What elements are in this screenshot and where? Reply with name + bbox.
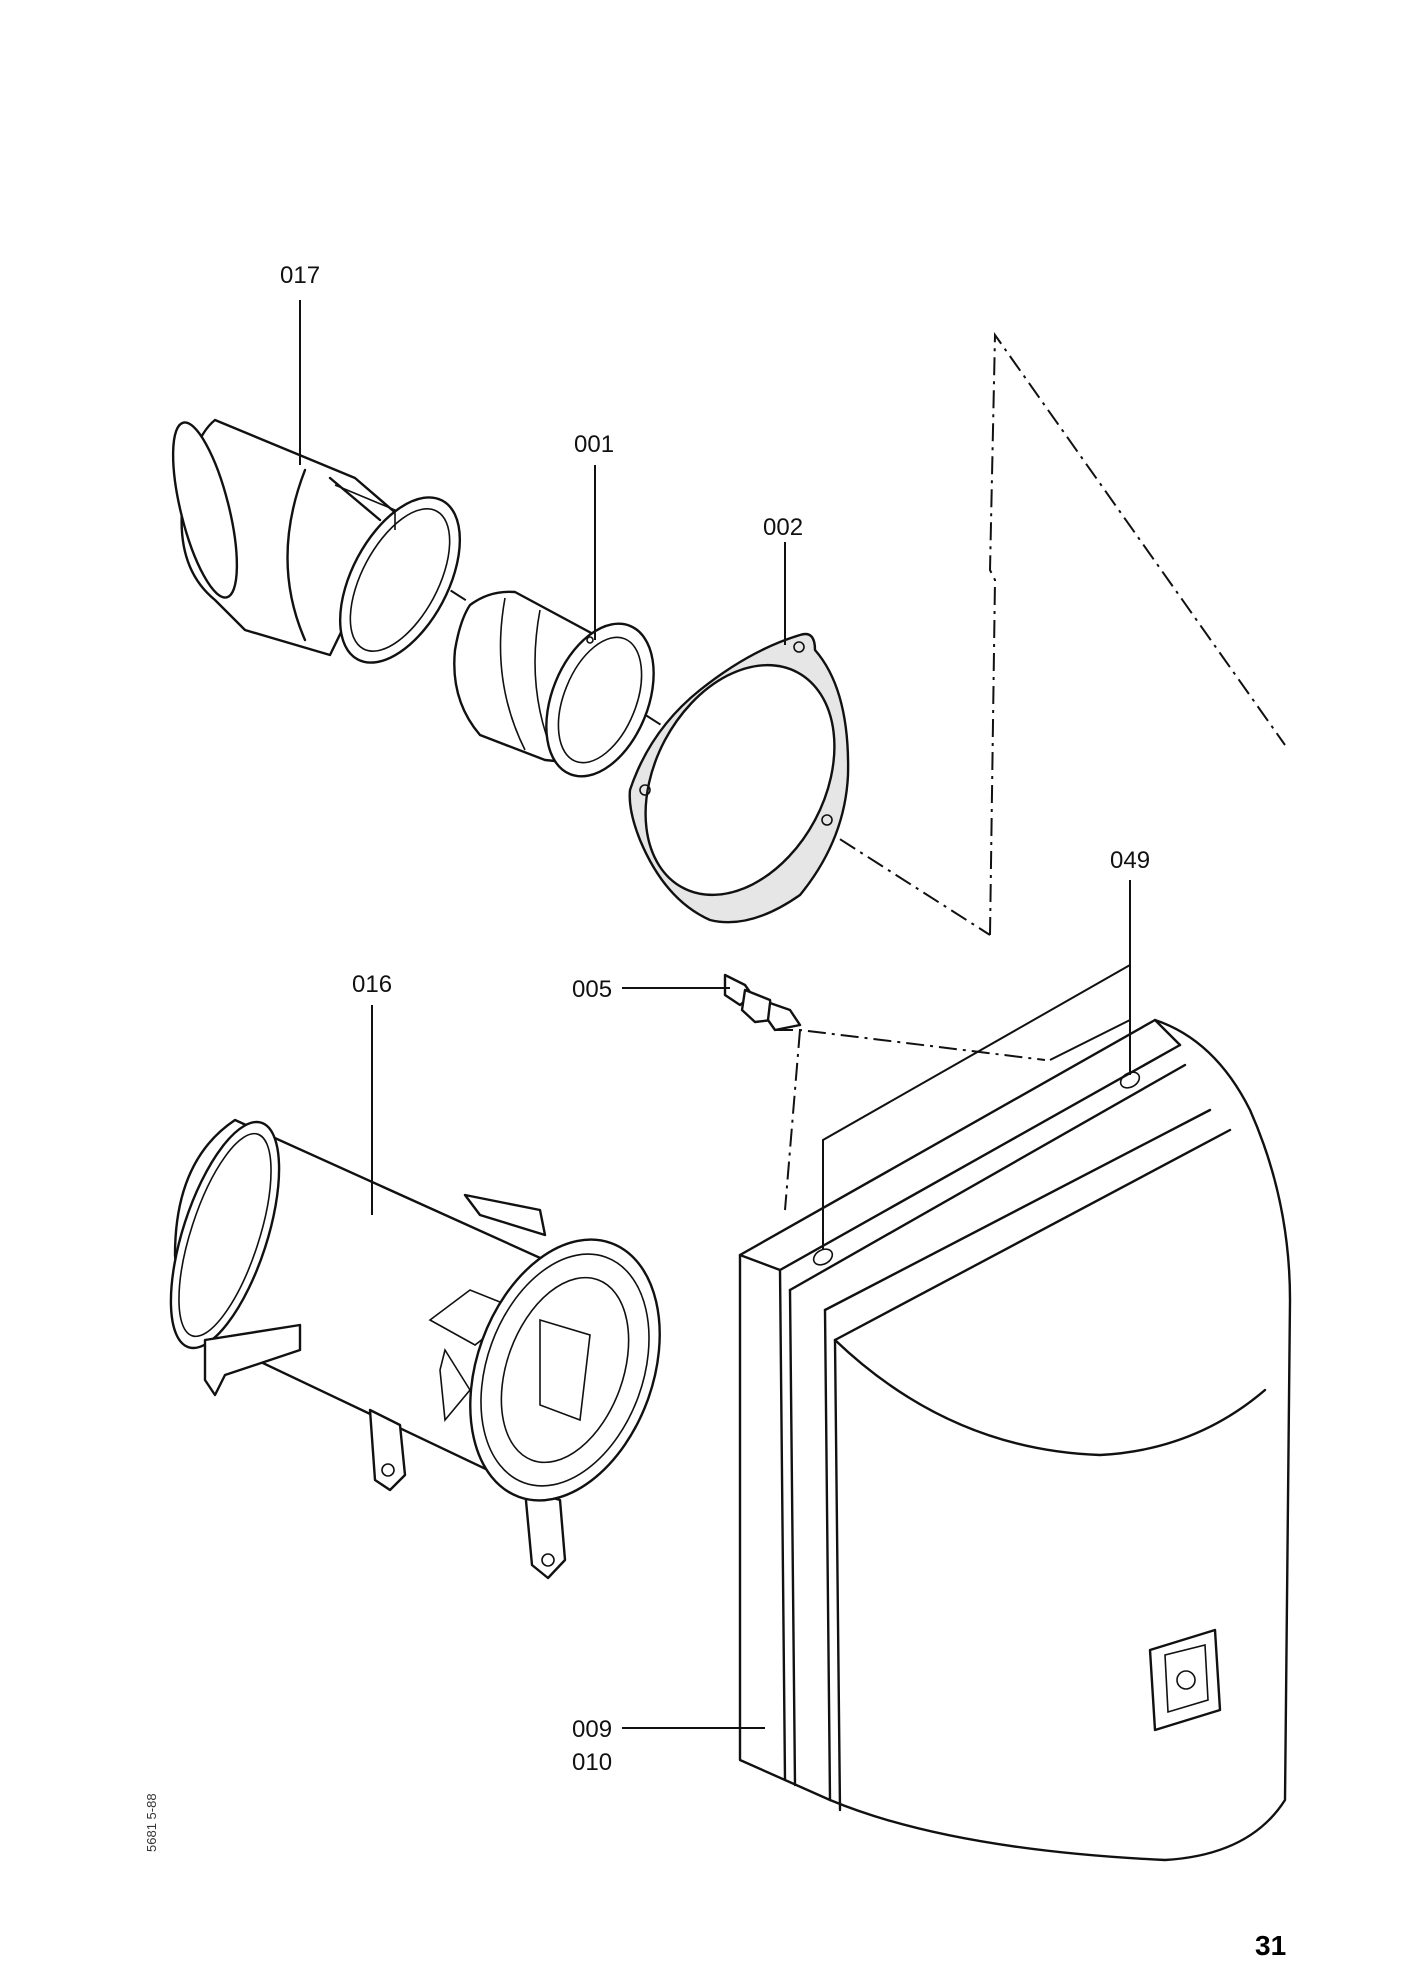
label-001: 001 [574,431,614,458]
label-049: 049 [1110,847,1150,874]
part-001-burner-cone [453,590,655,778]
part-009-010-burner-hood [738,1018,1292,1862]
part-017-air-tube [171,418,462,664]
part-005-ignition-electrode [723,973,802,1032]
part-number-labels: 017 001 002 049 016 005 009 010 [280,262,1150,1776]
part-016-blast-tube [169,1118,661,1580]
leader-lines [299,300,1131,1729]
label-002: 002 [763,514,803,541]
part-002-flange-gasket [628,632,850,924]
label-017: 017 [280,262,320,289]
label-016: 016 [352,971,392,998]
label-009: 009 [572,1716,612,1743]
assembly-axis-lines [394,331,1286,1211]
drawing-code: 5681 5-88 [144,1793,159,1852]
label-005: 005 [572,976,612,1003]
label-010: 010 [572,1749,612,1776]
page-number: 31 [1255,1930,1286,1961]
